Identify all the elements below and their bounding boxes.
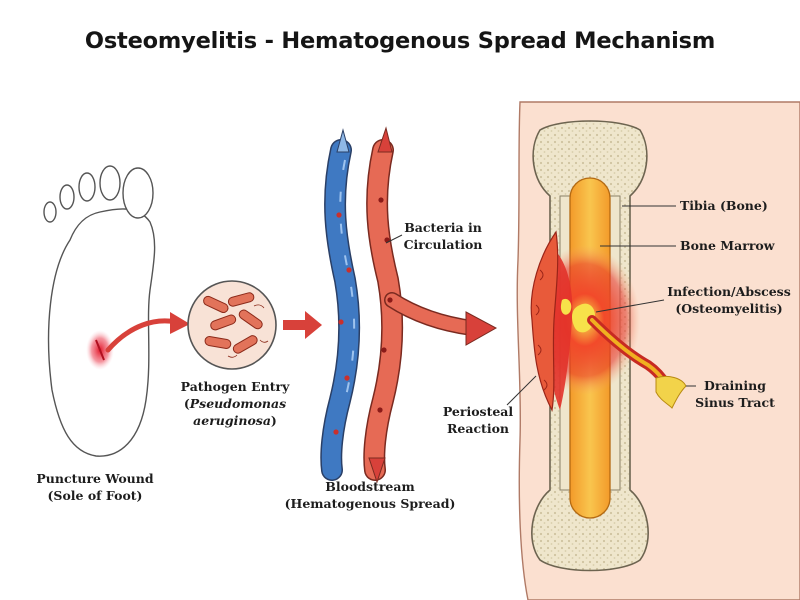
label-bone-marrow: Bone Marrow	[680, 238, 775, 253]
label-bacteria-circulation: Bacteria in Circulation	[403, 220, 483, 252]
label-bloodstream: Bloodstream (Hematogenous Spread)	[284, 479, 456, 511]
label-tibia: Tibia (Bone)	[680, 198, 768, 213]
label-puncture-wound: Puncture Wound (Sole of Foot)	[36, 471, 154, 503]
draining-sinus-tract-icon	[587, 315, 687, 409]
label-pathogen-entry: Pathogen Entry (Pseudomonas aeruginosa)	[180, 379, 290, 428]
pathogen-magnified-icon	[187, 280, 277, 370]
label-periosteal-reaction: Periosteal Reaction	[442, 404, 514, 436]
arrow-pathogen-to-bloodstream	[283, 311, 322, 339]
artery-icon	[363, 126, 498, 484]
periosteal-reaction-icon	[530, 230, 559, 412]
arrow-wound-to-pathogen	[105, 312, 190, 353]
label-leaders	[506, 205, 696, 406]
foot-sole	[43, 165, 156, 457]
vein-icon	[320, 128, 361, 481]
label-infection-abscess: Infection/Abscess (Osteomyelitis)	[667, 284, 791, 316]
label-draining-sinus: Draining Sinus Tract	[695, 378, 775, 410]
page-title: Osteomyelitis - Hematogenous Spread Mech…	[84, 28, 716, 54]
